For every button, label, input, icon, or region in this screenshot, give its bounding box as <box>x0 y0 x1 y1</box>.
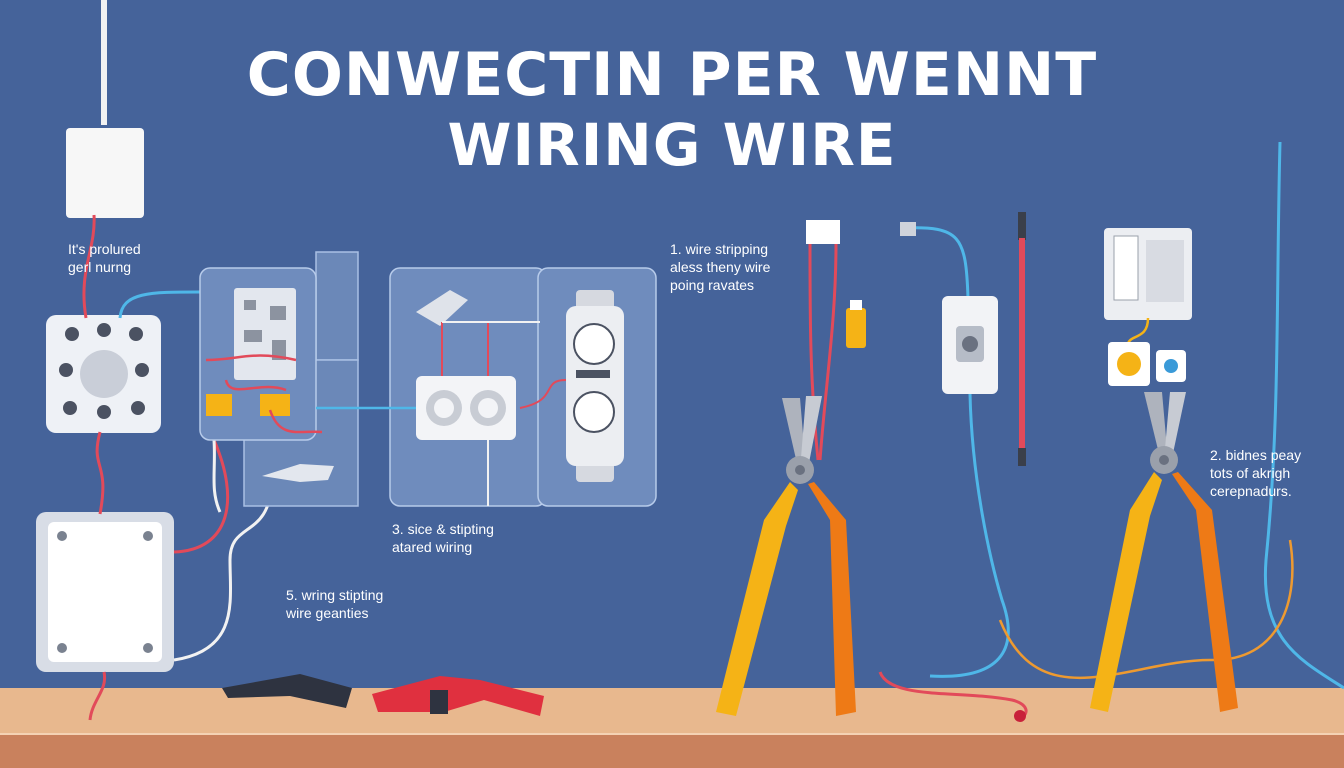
label-step-3-line-2: atared wiring <box>392 539 473 555</box>
red-clamp-icon <box>372 676 544 716</box>
label-step-2-line-2: tots of akrigh <box>1210 465 1291 481</box>
wire-stripper-icon <box>1090 392 1238 712</box>
circuit-panel-icon <box>199 251 359 507</box>
label-step-1-line-1: 1. wire stripping <box>670 241 769 257</box>
wire-connector-icon <box>806 220 866 461</box>
label-step-1: 1. wire stripping aless theny wire poing… <box>670 240 770 294</box>
duplex-outlet-icon <box>519 290 624 482</box>
label-step-5: 5. wring stipting wire geanties <box>286 586 383 622</box>
page-title-line-1: CONWECTIN PER WENNT <box>246 40 1098 110</box>
junction-box-icon <box>36 512 174 672</box>
pliers-icon <box>716 396 856 716</box>
label-step-1-line-3: poing ravates <box>670 277 755 293</box>
double-outlet-panel <box>316 267 657 507</box>
label-intro-line-1: It's prolured <box>68 241 141 257</box>
label-intro: It's prolured gerl nurng <box>68 240 141 276</box>
floor-edge <box>0 734 1344 768</box>
wire-clamp-icon <box>222 674 352 708</box>
label-step-5-line-2: wire geanties <box>286 605 369 621</box>
label-step-3: 3. sice & stipting atared wiring <box>392 520 494 556</box>
breaker-box-icon <box>1104 228 1192 386</box>
outlet-box-icon <box>46 315 161 433</box>
label-step-3-line-1: 3. sice & stipting <box>392 521 494 537</box>
label-step-1-line-2: aless theny wire <box>670 259 771 275</box>
label-intro-line-2: gerl nurng <box>68 259 132 275</box>
label-step-2-line-1: 2. bidnes peay <box>1210 447 1302 463</box>
label-step-2-line-3: cerepnadurs. <box>1210 483 1292 499</box>
wall-switch-plate-icon <box>900 222 1010 678</box>
label-step-5-line-1: 5. wring stipting <box>286 587 384 603</box>
cable-icon <box>1018 212 1026 466</box>
wire-connector-icon <box>262 464 334 482</box>
ceiling-box-icon <box>66 0 144 218</box>
label-step-2: 2. bidnes peay tots of akrigh cerepnadur… <box>1210 446 1301 500</box>
page-title-line-2: WIRING WIRE <box>447 111 897 179</box>
light-switch-icon <box>416 376 516 440</box>
